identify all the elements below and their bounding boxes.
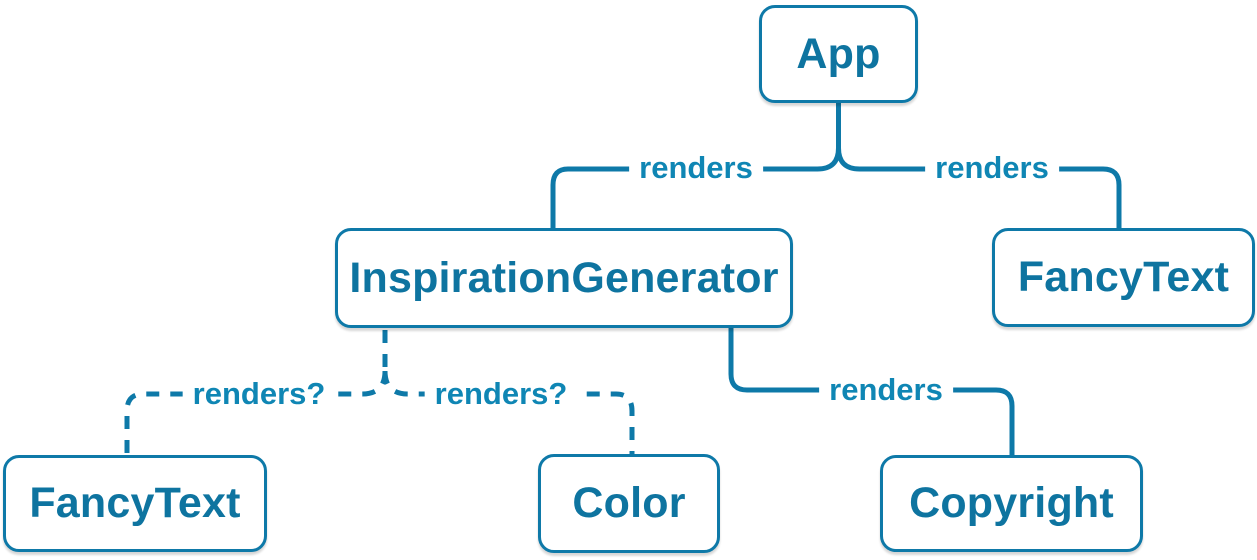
edge-label-app-fancytext: renders xyxy=(925,150,1059,186)
edge-inspirationgenerator-to-fancytext-conditional xyxy=(124,370,388,455)
edge-label-inspirationgenerator-color: renders? xyxy=(424,376,578,412)
edge-app-to-inspirationgenerator xyxy=(550,145,841,231)
node-fancy-text-bottom-label: FancyText xyxy=(29,479,241,527)
node-color-label: Color xyxy=(572,479,686,527)
edge-label-app-inspirationgenerator: renders xyxy=(629,150,763,186)
node-fancy-text-top-label: FancyText xyxy=(1017,253,1230,301)
edge-app-to-fancytext xyxy=(836,145,1122,231)
node-copyright-label: Copyright xyxy=(909,479,1114,527)
edge-label-inspirationgenerator-copyright: renders xyxy=(819,372,953,408)
node-fancy-text-bottom: FancyText xyxy=(3,455,267,552)
node-color: Color xyxy=(538,454,720,553)
node-app-label: App xyxy=(796,29,881,78)
node-inspiration-generator-label: InspirationGenerator xyxy=(349,253,779,302)
node-copyright: Copyright xyxy=(880,455,1143,552)
node-app: App xyxy=(759,5,918,103)
node-fancy-text-top: FancyText xyxy=(992,228,1255,327)
node-inspiration-generator: InspirationGenerator xyxy=(335,228,793,328)
edge-label-inspirationgenerator-fancytext: renders? xyxy=(182,376,336,412)
edge-inspirationgenerator-to-color-conditional xyxy=(382,370,635,454)
